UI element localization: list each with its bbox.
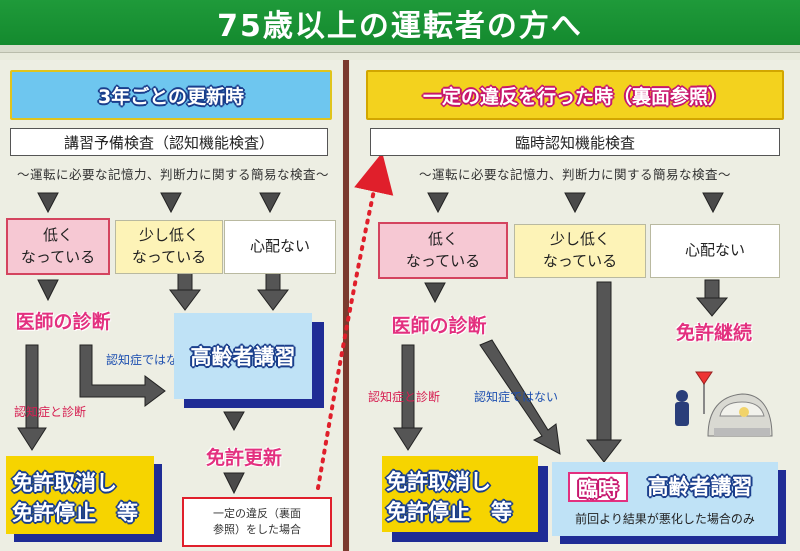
- arrow-left-slight: [169, 271, 201, 311]
- right-revoke-line2: 免許停止 等: [386, 500, 513, 525]
- tri-left-viol: [223, 472, 245, 495]
- arrow-right-dementia: [393, 344, 423, 451]
- right-continue: 免許継続: [675, 321, 752, 344]
- red-dotted-link: [316, 152, 394, 490]
- arrow-right-slight: [585, 281, 623, 463]
- right-revoke-box: [382, 456, 538, 532]
- tri-left-2: [160, 192, 182, 214]
- tri-left-1: [37, 192, 59, 214]
- left-cat-low: 低く なっている: [6, 218, 110, 275]
- page-title: 75歳以上の運転者の方へ: [217, 8, 583, 44]
- right-cat-slight: 少し低く なっている: [514, 224, 646, 278]
- left-cat-ok: 心配ない: [224, 220, 336, 274]
- tri-left-renew: [223, 411, 245, 432]
- right-temp-badge: 臨時: [568, 472, 628, 502]
- center-divider: [343, 60, 349, 551]
- left-cat-slight: 少し低く なっている: [115, 220, 223, 274]
- arrow-right-ok: [695, 279, 729, 317]
- right-exam-desc: 〜運転に必要な記憶力、判断力に関する簡易な検査〜: [418, 166, 731, 182]
- right-dementia-label: 認知症と診断: [368, 390, 441, 404]
- tri-right-1: [427, 192, 449, 214]
- right-header: 一定の違反を行った時（裏面参照）: [366, 70, 784, 120]
- left-exam-desc: 〜運転に必要な記憶力、判断力に関する簡易な検査〜: [16, 166, 329, 182]
- left-header: 3年ごとの更新時: [10, 70, 332, 120]
- left-violation-note: 一定の違反（裏面 参照）をした場合: [182, 497, 332, 547]
- left-lecture: 高齢者講習: [174, 313, 312, 399]
- right-not-dementia-label: 認知症ではない: [474, 390, 559, 404]
- left-not-dementia-label: 認知症ではない: [106, 353, 191, 367]
- right-cat-ok: 心配ない: [650, 224, 780, 278]
- left-dementia-label: 認知症と診断: [14, 405, 87, 419]
- arrow-left-ok: [257, 271, 289, 311]
- left-revoke-line1: 免許取消し: [12, 471, 118, 496]
- tri-right-diag: [424, 282, 446, 304]
- right-exam-label: 臨時認知機能検査: [370, 128, 780, 156]
- arrow-left-not-dementia: [79, 344, 166, 407]
- right-lecture-note: 前回より結果が悪化した場合のみ: [575, 511, 755, 526]
- tri-right-3: [702, 192, 724, 214]
- left-renewal: 免許更新: [205, 446, 282, 469]
- right-cat-low: 低く なっている: [378, 222, 508, 279]
- left-exam-label: 講習予備検査（認知機能検査）: [10, 128, 328, 156]
- left-revoke-box: [6, 456, 154, 534]
- right-diagnosis: 医師の診断: [391, 314, 487, 337]
- tri-right-2: [564, 192, 586, 214]
- arrow-left-dementia: [17, 344, 47, 451]
- left-diagnosis: 医師の診断: [15, 310, 111, 333]
- banner-strip: [0, 45, 800, 53]
- right-lecture: 高齢者講習: [647, 475, 753, 500]
- arrow-right-not-dementia: [479, 339, 561, 455]
- police-car-illustration: [675, 371, 773, 437]
- right-revoke-line1: 免許取消し: [386, 470, 492, 495]
- title-banner: [0, 0, 800, 45]
- tri-left-3: [259, 192, 281, 214]
- left-revoke-line2: 免許停止 等: [12, 501, 139, 526]
- tri-left-diag: [37, 279, 59, 302]
